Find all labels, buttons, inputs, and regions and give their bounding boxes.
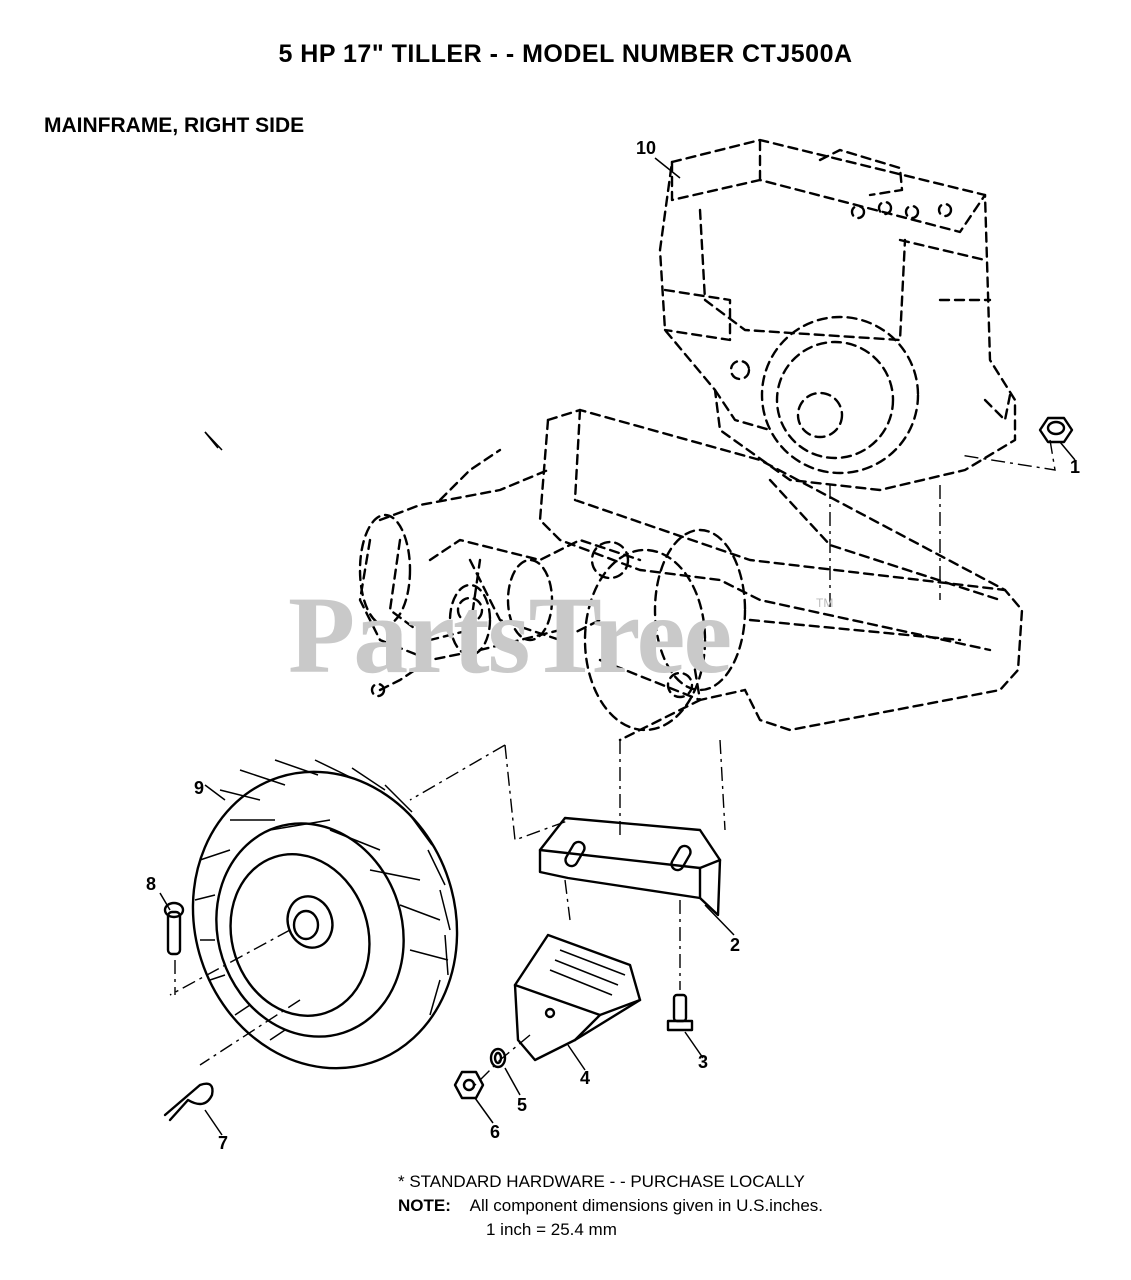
lock-washer-drawing xyxy=(489,1047,507,1069)
standard-hardware-note: * STANDARD HARDWARE - - PURCHASE LOCALLY xyxy=(398,1172,805,1191)
callout-5: 5 xyxy=(517,1095,528,1115)
callout-4: 4 xyxy=(580,1068,591,1088)
clevis-pin-drawing xyxy=(163,901,185,956)
callout-6: 6 xyxy=(490,1122,501,1142)
callout-3: 3 xyxy=(698,1052,709,1072)
note-text: All component dimensions given in U.S.in… xyxy=(469,1196,824,1215)
watermark: PartsTree xyxy=(288,574,732,696)
note-label: NOTE: xyxy=(398,1196,451,1215)
bolt-drawing xyxy=(666,993,694,1032)
watermark-trademark: TM xyxy=(816,596,834,610)
wheel-drawing xyxy=(191,759,459,1070)
hairpin-clip-drawing xyxy=(163,1082,214,1122)
section-heading: MAINFRAME, RIGHT SIDE xyxy=(44,114,305,137)
callout-10: 10 xyxy=(636,138,657,158)
callout-2: 2 xyxy=(730,935,741,955)
notes-block: * STANDARD HARDWARE - - PURCHASE LOCALLY… xyxy=(398,1170,823,1242)
callout-8: 8 xyxy=(146,874,157,894)
callout-7: 7 xyxy=(218,1133,229,1153)
callout-1: 1 xyxy=(1070,457,1081,477)
mounting-bracket-drawing xyxy=(538,816,722,917)
flange-nut-drawing xyxy=(1038,416,1074,444)
wheel-weight-drawing xyxy=(513,933,642,1062)
conversion-note: 1 inch = 25.4 mm xyxy=(486,1220,617,1239)
page-title: 5 HP 17" TILLER - - MODEL NUMBER CTJ500A xyxy=(278,40,853,68)
engine-drawing xyxy=(658,138,1017,492)
hex-nut-drawing xyxy=(453,1070,485,1100)
leader-lines xyxy=(169,439,1056,1091)
dimensions-note: NOTE: All component dimensions given in … xyxy=(398,1194,823,1218)
callout-leaders xyxy=(159,157,1076,1136)
tine-assembly-drawing xyxy=(358,408,1024,742)
callout-9: 9 xyxy=(194,778,205,798)
